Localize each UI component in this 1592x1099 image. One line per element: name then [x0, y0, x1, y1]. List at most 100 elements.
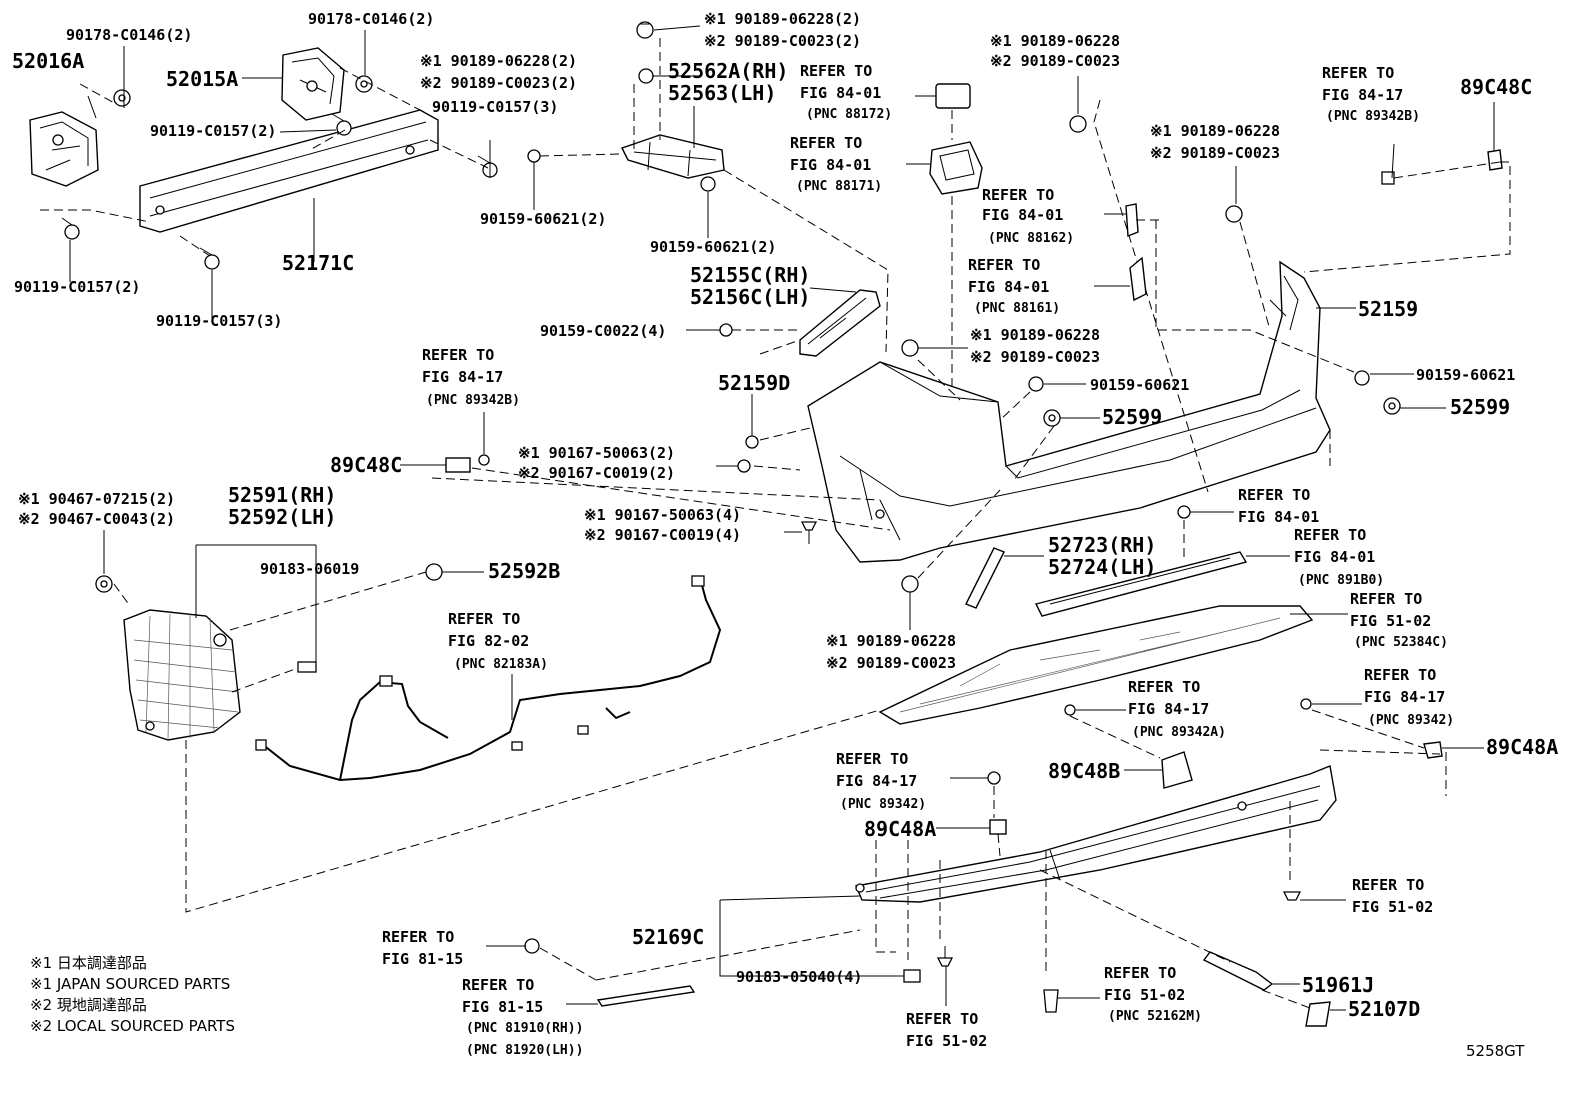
label-90119-d[interactable]: 90119-C0157(3): [156, 312, 282, 330]
retainer-52159D[interactable]: [745, 435, 759, 449]
label-52169C[interactable]: 52169C: [632, 925, 704, 949]
label-note2-clip-d[interactable]: ※2 90189-C0023: [1150, 144, 1280, 162]
clip-icon[interactable]: [901, 339, 919, 357]
label-52592B[interactable]: 52592B: [488, 559, 560, 583]
label-52599-b[interactable]: 52599: [1450, 395, 1510, 419]
label-90178-b[interactable]: 90178-C0146(2): [308, 10, 434, 28]
retainer-89C48A-right[interactable]: [1423, 741, 1443, 759]
absorber-52155C[interactable]: [799, 289, 881, 357]
fastener-bolt-icon[interactable]: [331, 113, 352, 136]
label-note1-clip-d[interactable]: ※1 90189-06228: [1150, 122, 1280, 140]
label-89C48C-left[interactable]: 89C48C: [330, 453, 402, 477]
fastener-bolt-icon[interactable]: [61, 217, 80, 240]
grommet-52592B[interactable]: [425, 563, 443, 581]
label-note2-90467[interactable]: ※2 90467-C0043(2): [18, 510, 175, 528]
fastener-bolt-icon[interactable]: [477, 155, 498, 178]
label-90159-b[interactable]: 90159-60621(2): [650, 238, 776, 256]
sensor-bracket-51961J[interactable]: [1202, 951, 1274, 991]
fastener-nut-icon[interactable]: [113, 89, 131, 107]
label-89C48C-right[interactable]: 89C48C: [1460, 75, 1532, 99]
screw-icon[interactable]: [800, 521, 818, 544]
fastener-bolt-icon[interactable]: [527, 149, 541, 163]
label-90119-c[interactable]: 90119-C0157(2): [14, 278, 140, 296]
label-52599-a[interactable]: 52599: [1102, 405, 1162, 429]
clip-icon[interactable]: [636, 21, 654, 39]
label-52016A[interactable]: 52016A: [12, 49, 84, 73]
reflector-52723[interactable]: [965, 547, 1005, 609]
label-90183-06019[interactable]: 90183-06019: [260, 560, 359, 578]
reference-part-88171[interactable]: [929, 141, 983, 195]
label-90183-05040[interactable]: 90183-05040(4): [736, 968, 862, 986]
seal-icon[interactable]: [1383, 397, 1401, 415]
label-52159D[interactable]: 52159D: [718, 371, 790, 395]
label-52107D[interactable]: 52107D: [1348, 997, 1420, 1021]
label-note1-clip-b[interactable]: ※1 90189-06228(2): [420, 52, 577, 70]
reference-part-89342-mid[interactable]: [987, 771, 1001, 785]
label-note2-clip-b[interactable]: ※2 90189-C0023(2): [420, 74, 577, 92]
clip-icon[interactable]: [1069, 115, 1087, 133]
reinforcement-52169C[interactable]: [855, 765, 1337, 903]
label-90159-60621-a[interactable]: 90159-60621: [1090, 376, 1189, 394]
label-note2-clip-a[interactable]: ※2 90189-C0023(2): [704, 32, 861, 50]
clip-icon[interactable]: [901, 575, 919, 593]
clip-icon[interactable]: [638, 68, 654, 84]
label-52723[interactable]: 52723(RH): [1048, 533, 1156, 557]
label-52159[interactable]: 52159: [1358, 297, 1418, 321]
screw-icon[interactable]: [737, 459, 751, 473]
moulding-reference-81910[interactable]: [596, 985, 696, 1007]
retainer-89C48A-mid[interactable]: [989, 819, 1007, 835]
label-note1-90167-a[interactable]: ※1 90167-50063(2): [518, 444, 675, 462]
nut-icon[interactable]: [95, 575, 113, 593]
label-90159-a[interactable]: 90159-60621(2): [480, 210, 606, 228]
cover-52107D[interactable]: [1305, 1001, 1331, 1027]
clip-icon[interactable]: [1177, 505, 1191, 519]
label-note2-90167-a[interactable]: ※2 90167-C0019(2): [518, 464, 675, 482]
fastener-bolt-icon[interactable]: [1354, 370, 1370, 386]
label-note1-clip-e[interactable]: ※1 90189-06228: [970, 326, 1100, 344]
fastener-nut-icon[interactable]: [355, 75, 373, 93]
fastener-bolt-icon[interactable]: [719, 323, 733, 337]
bumper-cover-52159[interactable]: [807, 260, 1331, 563]
label-51961J[interactable]: 51961J: [1302, 973, 1374, 997]
label-note1-90167-b[interactable]: ※1 90167-50063(4): [584, 506, 741, 524]
wire-harness-82183A[interactable]: [255, 575, 722, 782]
retainer-89C48C[interactable]: [1487, 149, 1503, 171]
reference-part-89342A[interactable]: [1064, 704, 1076, 716]
label-89C48A-right[interactable]: 89C48A: [1486, 735, 1558, 759]
fastener-bolt-icon[interactable]: [700, 176, 716, 192]
label-note1-90467[interactable]: ※1 90467-07215(2): [18, 490, 175, 508]
label-note2-clip-c[interactable]: ※2 90189-C0023: [990, 52, 1120, 70]
bracket-52562A[interactable]: [621, 134, 725, 179]
screw-clip-icon[interactable]: [297, 661, 317, 673]
label-52015A[interactable]: 52015A: [166, 67, 238, 91]
retainer-89C48C-left[interactable]: [445, 457, 471, 473]
reference-part-88162[interactable]: [1125, 203, 1139, 238]
splash-shield-52591[interactable]: [123, 609, 241, 741]
label-89C48B[interactable]: 89C48B: [1048, 759, 1120, 783]
label-note1-clip-a[interactable]: ※1 90189-06228(2): [704, 10, 861, 28]
fastener-bolt-icon[interactable]: [199, 247, 220, 270]
reflector-reference-part[interactable]: [1034, 551, 1248, 617]
label-note2-clip-e[interactable]: ※2 90189-C0023: [970, 348, 1100, 366]
bracket-52015A[interactable]: [281, 47, 345, 121]
clip-nut-icon[interactable]: [903, 969, 921, 983]
label-90159-C0022[interactable]: 90159-C0022(4): [540, 322, 666, 340]
label-90119-b[interactable]: 90119-C0157(3): [432, 98, 558, 116]
label-90119-a[interactable]: 90119-C0157(2): [150, 122, 276, 140]
label-52171C[interactable]: 52171C: [282, 251, 354, 275]
label-90178-a[interactable]: 90178-C0146(2): [66, 26, 192, 44]
label-52592[interactable]: 52592(LH): [228, 505, 336, 529]
reference-part-89342B-left[interactable]: [478, 454, 490, 466]
reference-part-88161[interactable]: [1129, 256, 1147, 302]
screw-icon[interactable]: [1282, 891, 1302, 901]
label-52724[interactable]: 52724(LH): [1048, 555, 1156, 579]
label-52591[interactable]: 52591(RH): [228, 483, 336, 507]
clip-icon[interactable]: [1225, 205, 1243, 223]
bracket-52016A[interactable]: [29, 111, 99, 187]
reference-part-88172[interactable]: [935, 83, 971, 109]
label-52562A[interactable]: 52562A(RH): [668, 59, 788, 83]
fastener-bolt-icon[interactable]: [1043, 989, 1059, 1013]
lower-cover-reference-52384C[interactable]: [878, 605, 1314, 725]
label-52156C[interactable]: 52156C(LH): [690, 285, 810, 309]
screw-icon[interactable]: [936, 946, 954, 967]
